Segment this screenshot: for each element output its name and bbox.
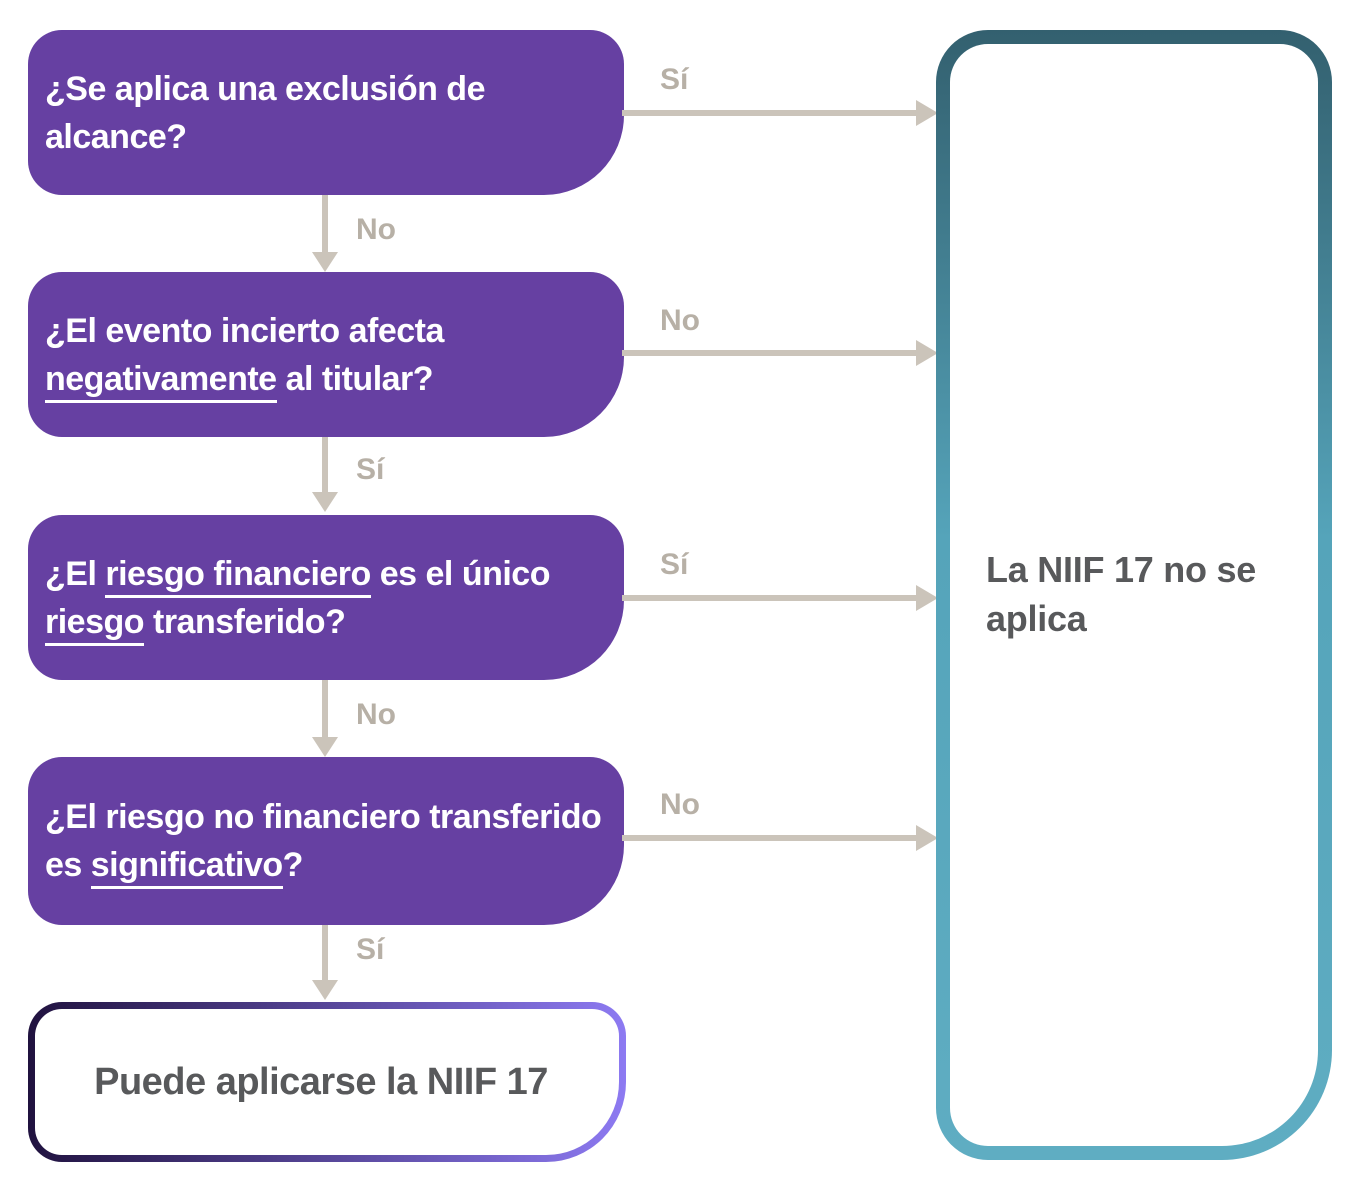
connector-q4-down (322, 925, 328, 980)
question-text-uncertain-event: ¿El evento incierto afecta negativamente… (45, 307, 602, 403)
branch-label-q4-down: Sí (356, 933, 385, 966)
branch-label-q3-down: No (356, 698, 396, 731)
arrowhead-q1-right-icon (916, 100, 938, 126)
text-segment: es el único (370, 554, 551, 593)
question-box-non-financial-risk: ¿El riesgo no financiero transferido es … (28, 757, 624, 925)
branch-label-q1-down: No (356, 213, 396, 246)
connector-q2-right (622, 350, 916, 356)
question-box-uncertain-event: ¿El evento incierto afecta negativamente… (28, 272, 624, 437)
text-segment: ¿El riesgo no financiero transferido es (45, 798, 602, 884)
text-segment: al titular? (276, 359, 434, 398)
branch-label-q4-right: No (660, 788, 700, 821)
question-box-financial-risk-only: ¿El riesgo financiero es el único riesgo… (28, 515, 624, 680)
text-segment: ¿El evento incierto afecta (45, 311, 444, 350)
arrowhead-q4-right-icon (916, 825, 938, 851)
result-box-niif-may-apply: Puede aplicarse la NIIF 17 (28, 1002, 626, 1162)
connector-q2-down (322, 437, 328, 492)
connector-q4-right (622, 835, 916, 841)
text-segment: ? (282, 846, 304, 884)
arrowhead-q3-down-icon (312, 737, 338, 757)
result-text-niif-not-applicable: La NIIF 17 no se aplica (986, 549, 1257, 639)
text-segment: ¿El (45, 554, 106, 593)
branch-label-q3-right: Sí (660, 548, 689, 581)
connector-q1-down (322, 195, 328, 252)
branch-label-q2-down: Sí (356, 453, 385, 486)
question-text-financial-risk-only: ¿El riesgo financiero es el único riesgo… (45, 550, 602, 646)
arrowhead-q3-right-icon (916, 585, 938, 611)
question-box-scope-exclusion: ¿Se aplica una exclusión de alcance? (28, 30, 624, 195)
text-segment: ¿Se aplica una exclusión de alcance? (45, 69, 486, 156)
text-segment: transferido? (144, 602, 346, 641)
result-box-niif-not-applicable: La NIIF 17 no se aplica (936, 30, 1332, 1160)
arrowhead-q4-down-icon (312, 980, 338, 1000)
connector-q3-right (622, 595, 916, 601)
connector-q1-right (622, 110, 916, 116)
branch-label-q2-right: No (660, 304, 700, 337)
arrowhead-q2-down-icon (312, 492, 338, 512)
arrowhead-q1-down-icon (312, 252, 338, 272)
underlined-phrase: riesgo (45, 602, 145, 646)
underlined-phrase: negativamente (45, 359, 277, 403)
result-text-niif-may-apply: Puede aplicarse la NIIF 17 (94, 1060, 548, 1103)
connector-q3-down (322, 680, 328, 737)
underlined-phrase: riesgo financiero (105, 554, 371, 598)
underlined-phrase: significativo (90, 846, 283, 889)
branch-label-q1-right: Sí (660, 63, 689, 96)
question-text-non-financial-risk: ¿El riesgo no financiero transferido es … (45, 793, 602, 889)
question-text-scope-exclusion: ¿Se aplica una exclusión de alcance? (45, 65, 602, 161)
arrowhead-q2-right-icon (916, 340, 938, 366)
